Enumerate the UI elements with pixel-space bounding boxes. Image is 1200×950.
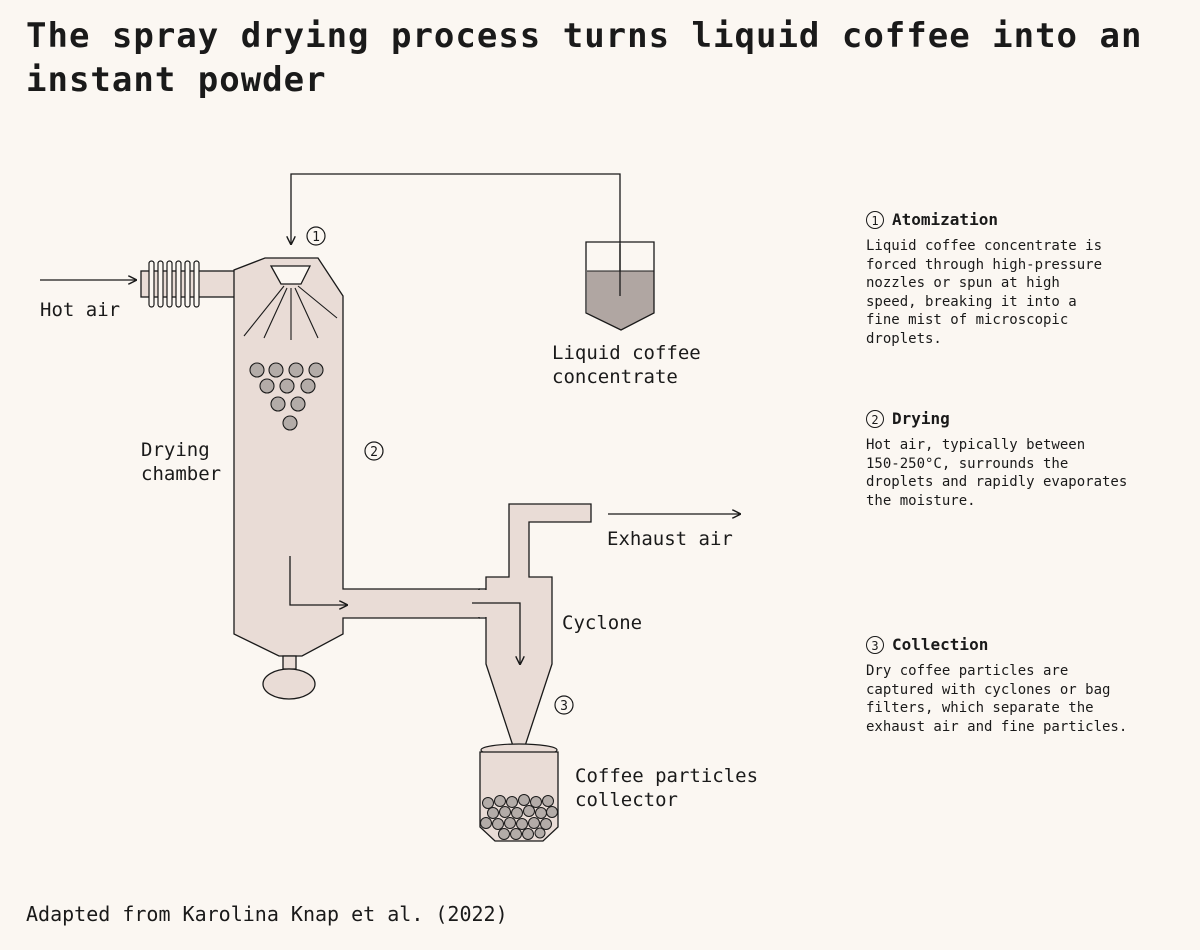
source-credit: Adapted from Karolina Knap et al. (2022) xyxy=(26,902,508,926)
step-description: Dry coffee particles are captured with c… xyxy=(866,663,1128,735)
drying-chamber-label: Drying chamber xyxy=(141,439,221,485)
page-title: The spray drying process turns liquid co… xyxy=(26,16,1143,100)
step-title: Atomization xyxy=(892,210,998,229)
exhaust-air-label: Exhaust air xyxy=(607,528,733,550)
step-number-badge: 2 xyxy=(866,409,884,428)
step-number-badge: 1 xyxy=(866,210,884,229)
chamber-outlet-bulb xyxy=(262,668,316,700)
svg-text:2: 2 xyxy=(370,445,378,460)
concentrate-container xyxy=(585,241,655,331)
step-marker-3: 3 xyxy=(554,695,574,715)
step-description: Liquid coffee concentrate is forced thro… xyxy=(866,238,1103,347)
concentrate-label: Liquid coffee concentrate xyxy=(552,342,712,388)
droplets xyxy=(249,362,324,431)
spray-lines xyxy=(243,285,338,340)
particles-collector xyxy=(479,743,559,842)
step-title: Drying xyxy=(892,409,950,428)
step-drying: 2 Drying Hot air, typically between 150-2… xyxy=(866,409,1176,510)
coffee-particles xyxy=(480,794,558,840)
drying-chamber-body xyxy=(233,257,480,657)
step-atomization: 1 Atomization Liquid coffee concentrate i… xyxy=(866,210,1176,348)
cyclone-flow-arrow xyxy=(472,602,520,664)
cyclone-label: Cyclone xyxy=(562,612,642,634)
svg-text:1: 1 xyxy=(312,230,320,245)
chamber-outlet-neck xyxy=(282,655,297,670)
step-title: Collection xyxy=(892,635,989,654)
step-description: Hot air, typically between 150-250°C, su… xyxy=(866,437,1128,509)
hot-air-label: Hot air xyxy=(40,299,120,321)
svg-text:3: 3 xyxy=(560,699,568,714)
chamber-flow-arrow xyxy=(289,556,347,605)
heating-coil xyxy=(148,260,200,308)
collector-label: Coffee particles collector xyxy=(575,765,769,811)
step-marker-2: 2 xyxy=(364,441,384,461)
step-collection: 3 Collection Dry coffee particles are cap… xyxy=(866,635,1176,736)
nozzle xyxy=(269,265,312,285)
step-marker-1: 1 xyxy=(306,226,326,246)
feed-line xyxy=(291,173,621,296)
step-number-badge: 3 xyxy=(866,635,884,654)
